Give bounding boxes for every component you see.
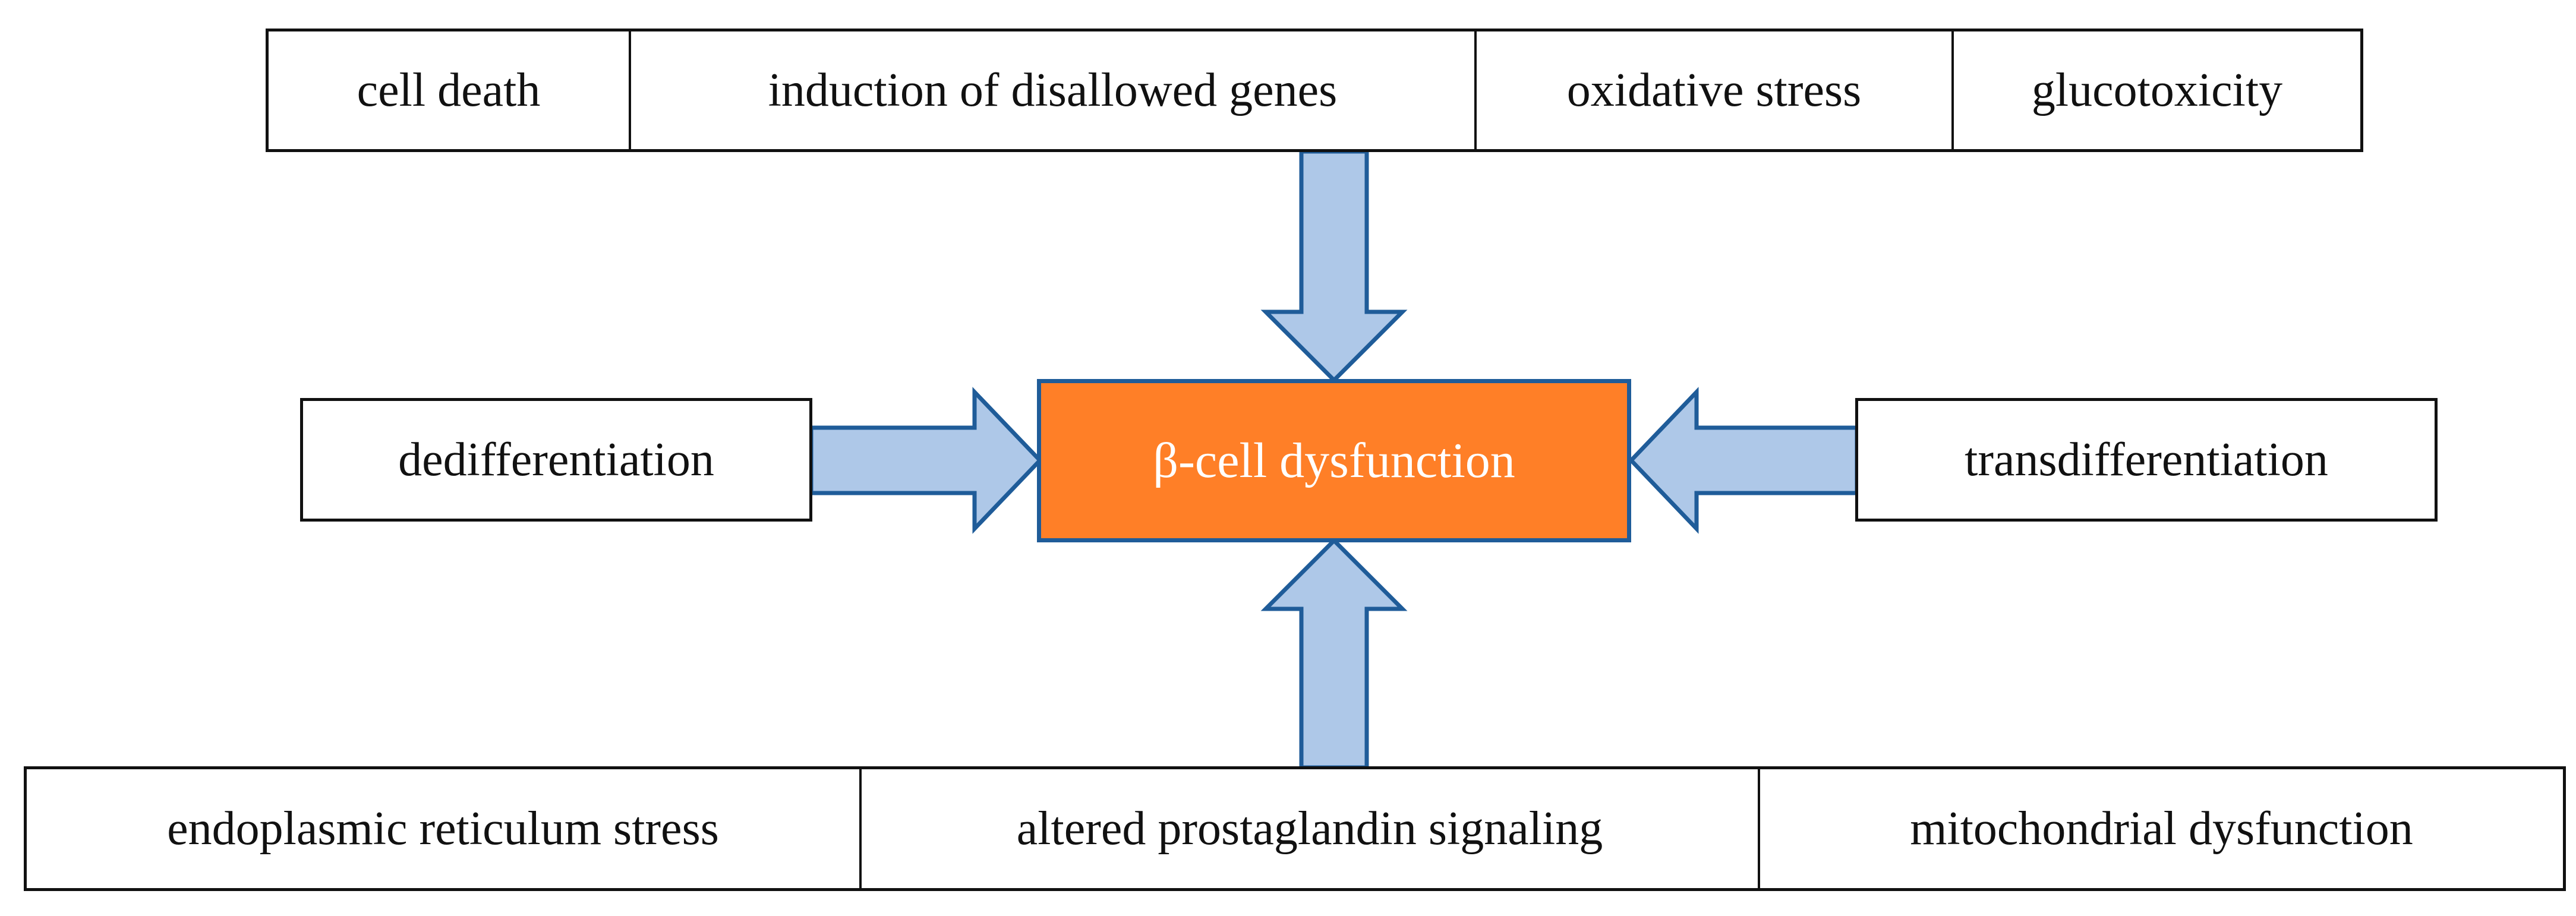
top-cell-disallowed-genes: induction of disallowed genes xyxy=(631,31,1477,149)
top-cell-oxidative-stress: oxidative stress xyxy=(1477,31,1954,149)
transdifferentiation-box: transdifferentiation xyxy=(1855,398,2438,522)
beta-cell-dysfunction-box: β-cell dysfunction xyxy=(1037,379,1631,542)
arrow-up-from-bottom xyxy=(1260,538,1408,770)
arrow-left-from-right xyxy=(1628,387,1859,534)
arrow-down-from-top xyxy=(1260,149,1408,383)
dedifferentiation-box: dedifferentiation xyxy=(300,398,812,522)
bottom-row: endoplasmic reticulum stress altered pro… xyxy=(24,766,2566,891)
top-cell-cell-death: cell death xyxy=(269,31,631,149)
top-cell-glucotoxicity: glucotoxicity xyxy=(2031,64,2283,116)
bottom-cell-mitochondrial: mitochondrial dysfunction xyxy=(1910,802,2413,855)
bottom-cell-prostaglandin: altered prostaglandin signaling xyxy=(862,769,1760,888)
bottom-cell-er-stress: endoplasmic reticulum stress xyxy=(27,769,862,888)
top-row: cell death induction of disallowed genes… xyxy=(266,29,2363,152)
arrow-right-from-left xyxy=(809,387,1043,534)
